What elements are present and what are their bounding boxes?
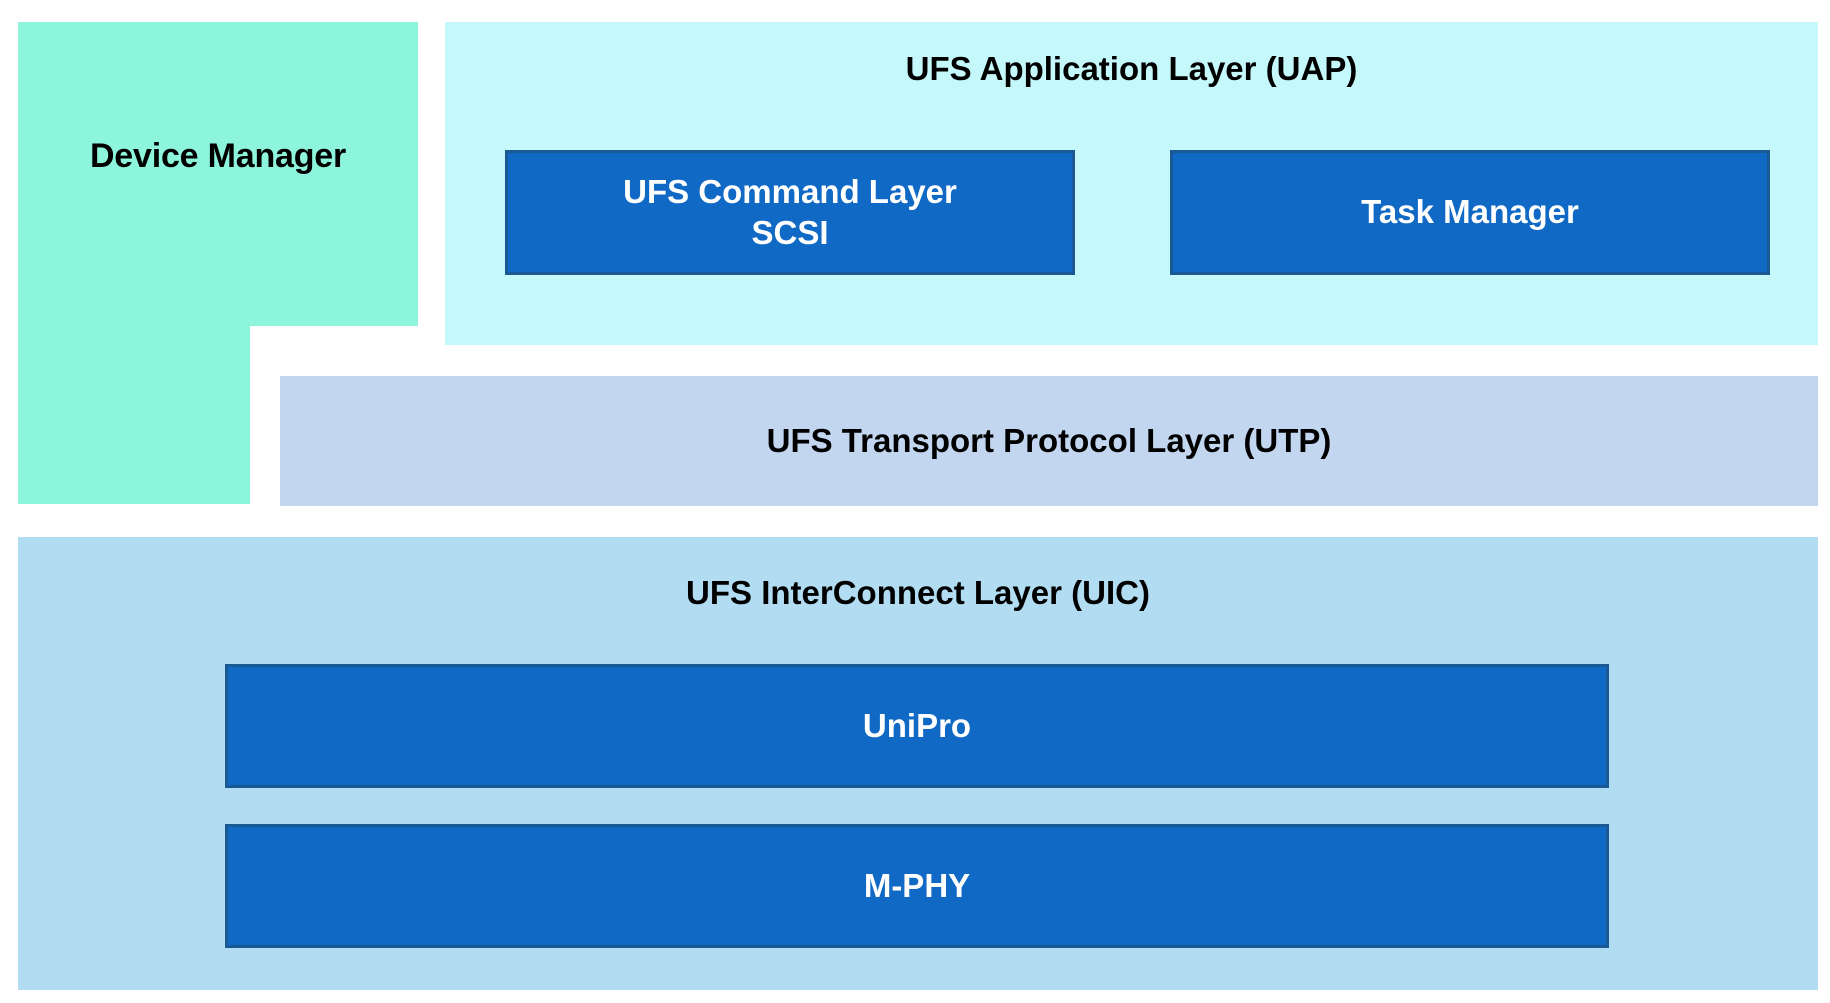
ufs-transport-protocol-layer-title: UFS Transport Protocol Layer (UTP) (766, 422, 1332, 459)
unipro-box[interactable]: UniPro (225, 664, 1609, 788)
scsi-label-line1: UFS Command Layer (623, 173, 957, 211)
ufs-interconnect-layer-title: UFS InterConnect Layer (UIC) (686, 574, 1150, 611)
device-manager-block[interactable]: Device Manager (18, 22, 418, 504)
ufs-application-layer[interactable]: UFS Application Layer (UAP) UFS Command … (445, 22, 1818, 345)
device-manager-label: Device Manager (89, 137, 347, 175)
ufs-command-layer-scsi-label: UFS Command Layer SCSI (623, 172, 957, 253)
ufs-application-layer-title: UFS Application Layer (UAP) (905, 50, 1358, 87)
device-manager-lower-region (18, 322, 250, 504)
unipro-label: UniPro (862, 706, 972, 744)
task-manager-label: Task Manager (1361, 193, 1579, 231)
ufs-command-layer-scsi-box[interactable]: UFS Command Layer SCSI (505, 150, 1075, 275)
ufs-transport-protocol-layer[interactable]: UFS Transport Protocol Layer (UTP) (280, 376, 1818, 506)
scsi-label-line2: SCSI (751, 213, 829, 251)
device-manager-upper-region (18, 22, 418, 326)
mphy-box[interactable]: M-PHY (225, 824, 1609, 948)
task-manager-box[interactable]: Task Manager (1170, 150, 1770, 275)
mphy-label: M-PHY (863, 866, 971, 904)
ufs-interconnect-layer[interactable]: UFS InterConnect Layer (UIC) UniPro M-PH… (18, 537, 1818, 990)
